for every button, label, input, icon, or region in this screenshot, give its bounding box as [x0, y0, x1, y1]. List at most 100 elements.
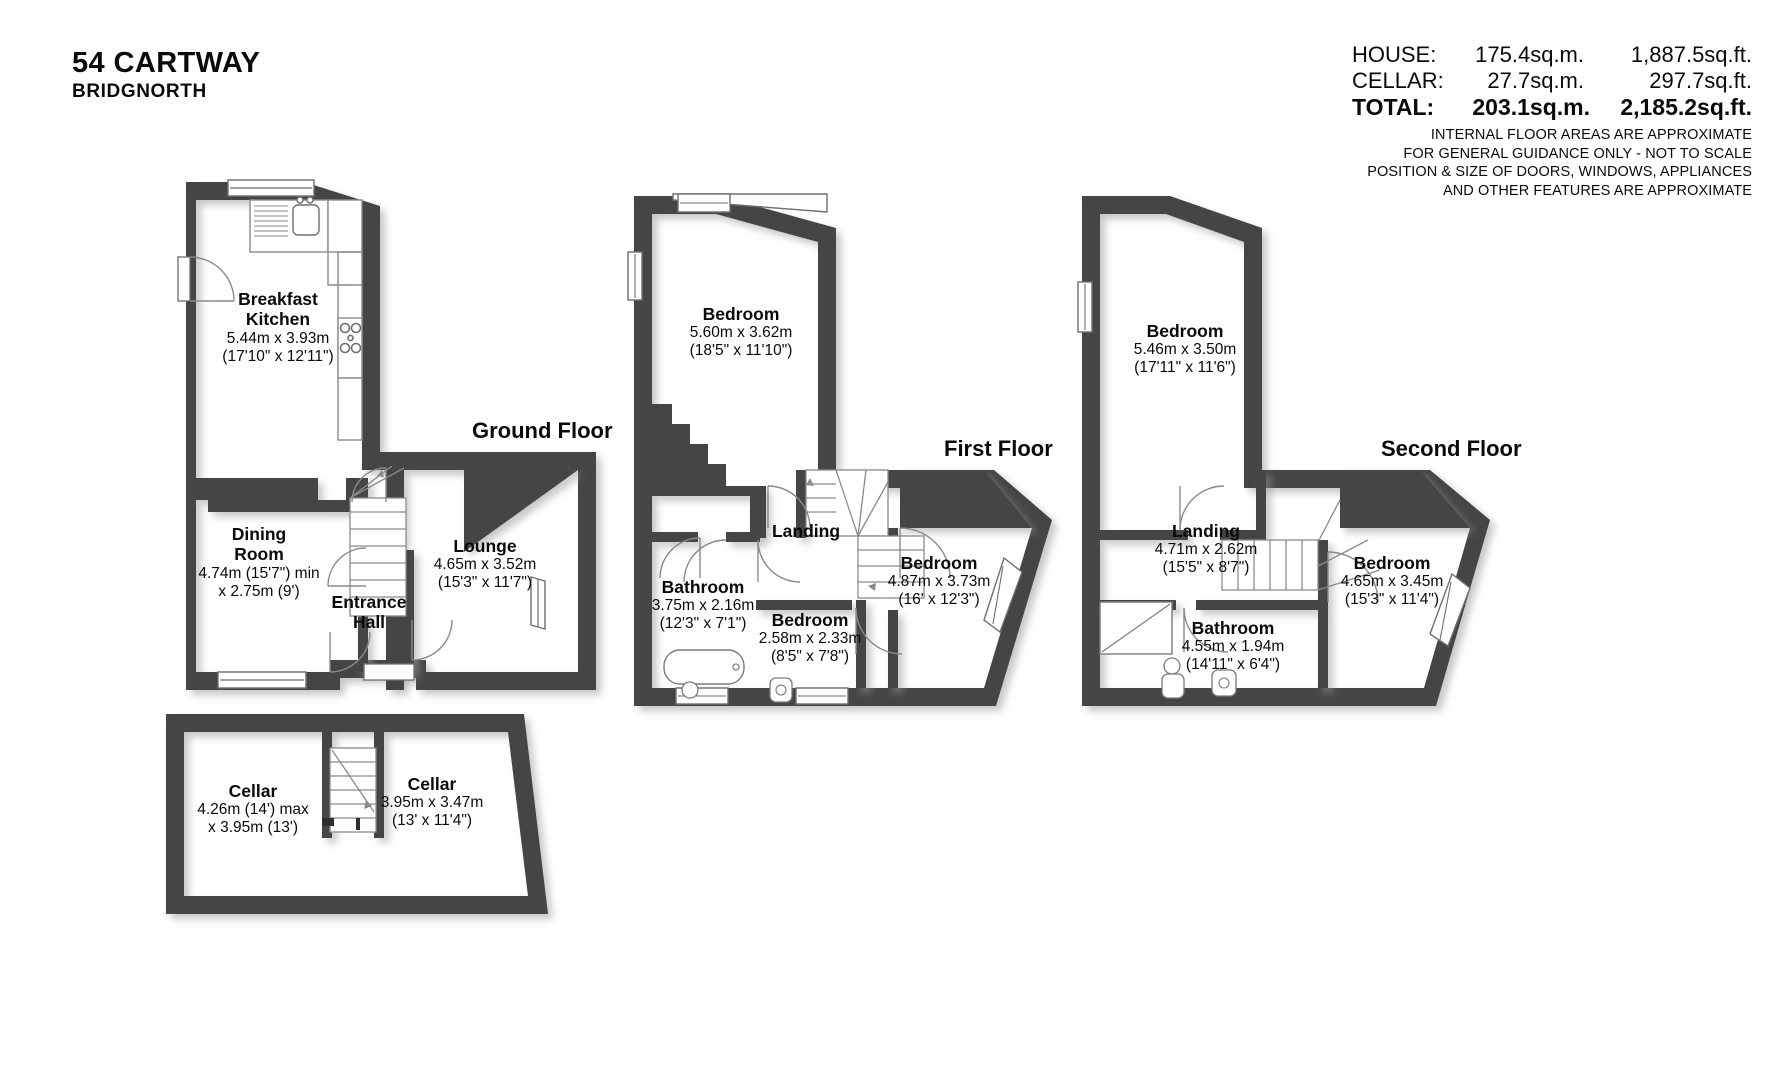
room-name: Bedroom [1353, 553, 1431, 573]
window-lounge-right [530, 576, 546, 630]
room-name: Bathroom [1191, 618, 1275, 638]
room-name: Cellar [228, 781, 278, 801]
page-title: 54 CARTWAY [72, 47, 261, 79]
room-name: Landing [771, 521, 841, 541]
room-label-cellar-1: Cellar 4.26m (14') max x 3.95m (13') [197, 781, 309, 837]
room-name: Bedroom [771, 610, 849, 630]
cellar-opening [322, 818, 360, 830]
toilet-icon [1211, 669, 1237, 697]
room-name: Lounge [453, 536, 517, 556]
room-name-line2: Kitchen [245, 309, 311, 330]
room-name: Dining [231, 524, 287, 544]
window-kitchen-top [227, 179, 315, 197]
room-dimension-imperial: (13' x 11'4") [391, 812, 473, 830]
room-name: Entrance [331, 592, 407, 612]
room-dimension-imperial: (16' x 12'3") [898, 591, 980, 609]
area-cellar-sqft: 297.7sq.ft. [1649, 67, 1752, 93]
room-name: Breakfast [238, 289, 318, 309]
window-bed1-top [672, 193, 828, 213]
room-dimension-metric: 5.44m x 3.93m [226, 329, 330, 347]
room-label-first-bedroom-small: Bedroom 2.58m x 2.33m (8'5" x 7'8") [759, 610, 862, 666]
room-dimension-imperial: (8'5" x 7'8") [770, 648, 850, 666]
toilet-icon [769, 677, 793, 703]
room-label-entrance-hall: Entrance Hall [332, 592, 407, 633]
staircase-first [805, 469, 925, 599]
disclaimer-line-1: INTERNAL FLOOR AREAS ARE APPROXIMATE [1430, 127, 1752, 144]
room-label-second-bathroom: Bathroom 4.55m x 1.94m (14'11" x 6'4") [1182, 618, 1285, 674]
room-dimension-metric: 4.26m (14') max [197, 801, 309, 819]
room-name: Bathroom [661, 577, 745, 597]
area-total-label: TOTAL: [1352, 93, 1435, 120]
room-dimension-metric: 4.74m (15'7") min [198, 564, 320, 582]
floor-caption-ground: Ground Floor [472, 418, 613, 443]
room-label-second-bedroom-rear: Bedroom 4.65m x 3.45m (15'3" x 11'4") [1341, 553, 1444, 609]
room-dimension-metric: 4.65m x 3.52m [433, 556, 537, 574]
room-name-line2: Hall [352, 612, 386, 633]
bathroom-fixtures-second [1099, 601, 1237, 699]
area-house-label: HOUSE: [1352, 42, 1437, 67]
room-dimension-imperial: (15'5" x 8'7") [1162, 559, 1250, 577]
area-row-total: TOTAL: 203.1sq.m. 2,185.2sq.ft. [1352, 94, 1752, 121]
room-label-second-landing: Landing 4.71m x 2.62m (15'5" x 8'7") [1155, 521, 1258, 577]
room-dimension-metric: 4.55m x 1.94m [1181, 638, 1285, 656]
room-dimension-metric: 2.58m x 2.33m [758, 630, 862, 648]
area-cellar-sqm: 27.7sq.m. [1487, 67, 1584, 93]
room-dimension-imperial: (18'5" x 11'10") [689, 342, 793, 360]
room-name: Bedroom [1146, 321, 1224, 341]
area-house-sqft: 1,887.5sq.ft. [1630, 42, 1752, 67]
window-bed-second-right [1429, 572, 1471, 648]
basin-icon [1163, 657, 1181, 675]
room-dimension-imperial: (12'3" x 7'1") [659, 615, 747, 633]
room-label-first-bedroom-main: Bedroom 5.60m x 3.62m (18'5" x 11'10") [690, 304, 793, 360]
bathroom-fixtures-first [663, 649, 793, 703]
second-internal-doors [1179, 485, 1379, 653]
second-floor-walls [1082, 196, 1490, 706]
window-bed1-left [627, 251, 643, 301]
area-row-house: HOUSE: 175.4sq.m. 1,887.5sq.ft. [1352, 42, 1752, 68]
first-internal-walls [652, 470, 1032, 688]
area-row-cellar: CELLAR: 27.7sq.m. 297.7sq.ft. [1352, 68, 1752, 94]
room-dimension-metric: 5.60m x 3.62m [689, 324, 793, 342]
area-cellar-label: CELLAR: [1352, 67, 1444, 93]
room-dimension-imperial: (17'11" x 11'6") [1134, 359, 1236, 377]
room-dimension-imperial: (14'11" x 6'4") [1185, 656, 1281, 674]
room-label-lounge: Lounge 4.65m x 3.52m (15'3" x 11'7") [434, 536, 537, 592]
bathtub-icon [663, 649, 745, 685]
room-label-second-bedroom-main: Bedroom 5.46m x 3.50m (17'11" x 11'6") [1134, 321, 1237, 377]
room-dimension-imperial: (15'3" x 11'4") [1344, 591, 1440, 609]
first-floor-plan [627, 193, 1052, 706]
hob-icon [339, 322, 362, 354]
door-entrance-front [363, 663, 415, 681]
room-name-line2: Room [234, 544, 284, 565]
second-internal-walls [1100, 470, 1470, 688]
window-bed-second-left [1077, 281, 1093, 333]
first-internal-doors [659, 485, 951, 655]
title-block: 54 CARTWAY BRIDGNORTH [72, 47, 261, 103]
disclaimer-line-2: FOR GENERAL GUIDANCE ONLY - NOT TO SCALE [1403, 145, 1752, 162]
room-name: Bedroom [702, 304, 780, 324]
staircase-ground [349, 465, 407, 617]
second-floor-plan [1077, 196, 1490, 706]
room-dimension-imperial: (17'10" x 12'11") [222, 347, 334, 365]
room-dimension-metric: 5.46m x 3.50m [1133, 341, 1237, 359]
room-label-first-bathroom: Bathroom 3.75m x 2.16m (12'3" x 7'1") [652, 577, 755, 633]
door-kitchen-external [177, 256, 235, 302]
draining-board-icon [254, 205, 288, 237]
room-label-breakfast-kitchen: Breakfast Kitchen 5.44m x 3.93m (17'10" … [222, 289, 333, 366]
cellar-walls [166, 714, 548, 914]
page-subtitle: BRIDGNORTH [72, 81, 207, 103]
second-floor-windows [1077, 281, 1471, 648]
room-name: Landing [1171, 521, 1241, 541]
room-label-dining-room: Dining Room 4.74m (15'7") min x 2.75m (9… [198, 524, 319, 601]
area-total-sqft: 2,185.2sq.ft. [1620, 93, 1752, 120]
basin-icon [681, 681, 699, 699]
room-dimension-metric: 4.65m x 3.45m [1340, 573, 1444, 591]
disclaimer-line-4: AND OTHER FEATURES ARE APPROXIMATE [1442, 182, 1752, 199]
room-dimension-imperial: (15'3" x 11'7") [437, 574, 533, 592]
disclaimer-text: INTERNAL FLOOR AREAS ARE APPROXIMATE FOR… [1352, 126, 1752, 200]
room-dimension-imperial: x 2.75m (9') [218, 582, 300, 600]
staircase-cellar [329, 747, 377, 833]
staircase-second [1221, 499, 1381, 591]
room-name: Bedroom [900, 553, 978, 573]
